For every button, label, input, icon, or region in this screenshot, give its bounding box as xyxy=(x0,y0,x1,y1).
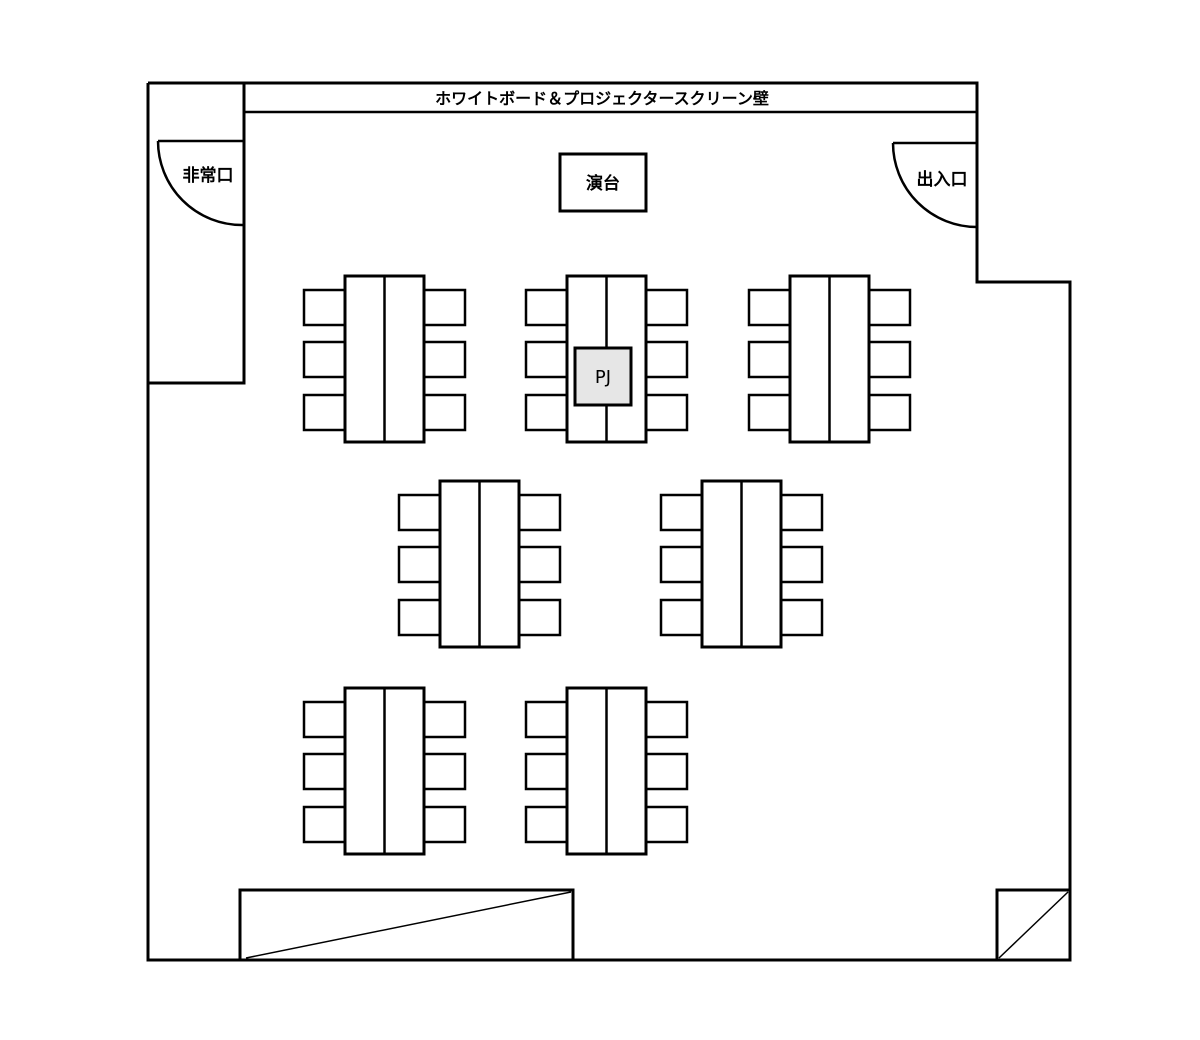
entrance-label: 出入口 xyxy=(917,169,968,190)
chair xyxy=(422,805,467,844)
corner-pillar xyxy=(995,888,1070,960)
chair xyxy=(779,598,824,637)
chair xyxy=(747,288,792,327)
chair xyxy=(397,545,442,584)
chair xyxy=(524,393,569,432)
chair xyxy=(422,752,467,791)
table-group xyxy=(302,686,467,856)
chair xyxy=(867,288,912,327)
table-group xyxy=(302,274,467,444)
table-group xyxy=(524,686,689,856)
room-outer-wall xyxy=(146,81,1072,962)
chair xyxy=(517,545,562,584)
chair xyxy=(517,493,562,532)
table-group xyxy=(659,479,824,649)
chair xyxy=(517,598,562,637)
chair xyxy=(867,393,912,432)
chair xyxy=(302,393,347,432)
podium: 演台 xyxy=(558,152,648,213)
chair xyxy=(397,493,442,532)
entrance-door[interactable]: 出入口 xyxy=(891,141,978,229)
chair xyxy=(644,752,689,791)
chair xyxy=(524,700,569,739)
chair xyxy=(659,598,704,637)
chair xyxy=(779,493,824,532)
chair xyxy=(397,598,442,637)
chair xyxy=(524,340,569,379)
chair xyxy=(659,545,704,584)
chair xyxy=(422,393,467,432)
chair xyxy=(644,288,689,327)
chair xyxy=(524,288,569,327)
chair xyxy=(747,340,792,379)
table-group xyxy=(397,479,562,649)
chair xyxy=(644,393,689,432)
chair xyxy=(867,340,912,379)
chair xyxy=(302,288,347,327)
projector-label: PJ xyxy=(595,367,611,388)
chair xyxy=(779,545,824,584)
left-storage-column xyxy=(148,83,246,385)
table-groups xyxy=(302,274,912,856)
chair xyxy=(644,805,689,844)
bottom-storage-box xyxy=(238,888,575,960)
chair xyxy=(302,805,347,844)
chair xyxy=(644,340,689,379)
chair xyxy=(524,752,569,791)
whiteboard-wall-label: ホワイトボード＆プロジェクタースクリーン壁 xyxy=(435,89,769,108)
chair xyxy=(422,340,467,379)
door-swing-arc-icon xyxy=(156,140,243,227)
chair xyxy=(302,700,347,739)
chair xyxy=(659,493,704,532)
door-swing-arc-icon xyxy=(891,142,978,229)
chair xyxy=(524,805,569,844)
projector: PJ xyxy=(573,346,633,407)
table-group xyxy=(747,274,912,444)
chair xyxy=(302,340,347,379)
chair xyxy=(747,393,792,432)
emergency-exit-door[interactable]: 非常口 xyxy=(156,139,244,227)
emergency-exit-label: 非常口 xyxy=(183,165,234,186)
chair xyxy=(422,288,467,327)
podium-label: 演台 xyxy=(586,173,620,194)
chair xyxy=(302,752,347,791)
chair xyxy=(644,700,689,739)
chair xyxy=(422,700,467,739)
